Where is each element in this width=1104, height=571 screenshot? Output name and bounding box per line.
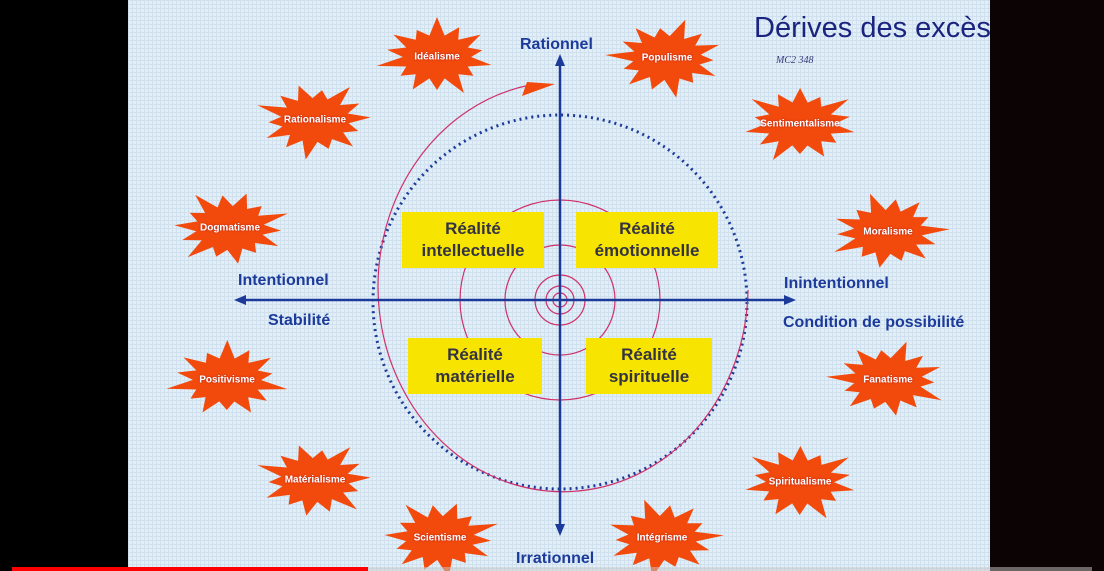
- spiral-arrowhead: [522, 82, 555, 96]
- quadrant-line: Réalité: [619, 219, 675, 238]
- starburst-shape: [610, 499, 724, 571]
- axis-label-right-bottom: Condition de possibilité: [783, 314, 965, 331]
- axis-label-right-top: Inintentionnel: [784, 275, 889, 292]
- starburst-shape: [826, 341, 942, 416]
- excess-label: Matérialisme: [284, 474, 346, 486]
- quadrant-line: intellectuelle: [421, 241, 525, 260]
- quadrant-line: matérielle: [435, 367, 515, 386]
- quadrant-spiritual: Réalité spirituelle: [586, 338, 712, 394]
- quadrant-line: Réalité: [447, 345, 503, 364]
- excess-label: Scientisme: [413, 532, 467, 544]
- quadrant-intellectual: Réalité intellectuelle: [402, 212, 544, 268]
- starburst-shape: [745, 446, 855, 519]
- starburst-shape: [174, 193, 288, 264]
- axis-label-left-bottom: Stabilité: [268, 312, 331, 329]
- quadrant-line: spirituelle: [608, 367, 690, 386]
- video-letterbox: [990, 0, 1104, 571]
- excess-label: Spiritualisme: [768, 476, 832, 488]
- excess-label: Dogmatisme: [199, 222, 261, 234]
- reference: MC2 348: [776, 55, 814, 66]
- starburst-shape: [257, 445, 371, 516]
- excess-label: Intégrisme: [636, 532, 688, 544]
- excess-label: Fanatisme: [863, 374, 913, 386]
- axis-label-top: Rationnel: [520, 36, 593, 53]
- video-progress-fill: [12, 567, 369, 571]
- quadrant-line: émotionnelle: [594, 241, 700, 260]
- excess-label: Moralisme: [863, 226, 913, 238]
- video-progress-bar[interactable]: [12, 567, 1092, 571]
- quadrant-material: Réalité matérielle: [408, 338, 542, 394]
- starburst-shape: [384, 503, 498, 571]
- excess-label: Populisme: [641, 52, 693, 64]
- quadrant-line: Réalité: [445, 219, 501, 238]
- excess-label: Sentimentalisme: [760, 118, 840, 130]
- starburst-shape: [376, 17, 492, 93]
- starburst-shape: [605, 19, 719, 98]
- starburst-shape: [257, 85, 371, 160]
- quadrant-emotional: Réalité émotionnelle: [576, 212, 718, 268]
- axis-label-bottom: Irrationnel: [516, 550, 595, 567]
- quadrant-line: Réalité: [621, 345, 677, 364]
- slide-title: Dérives des excès: [754, 12, 991, 44]
- starburst-shape: [166, 340, 288, 413]
- excess-label: Rationalisme: [283, 114, 347, 126]
- starburst-shape: [745, 88, 855, 160]
- axis-label-left-top: Intentionnel: [238, 272, 329, 289]
- spiral: [377, 84, 749, 493]
- starburst-shape: [834, 193, 950, 268]
- excess-label: Idéalisme: [414, 51, 460, 63]
- excess-label: Positivisme: [199, 374, 255, 386]
- axes: [234, 54, 796, 536]
